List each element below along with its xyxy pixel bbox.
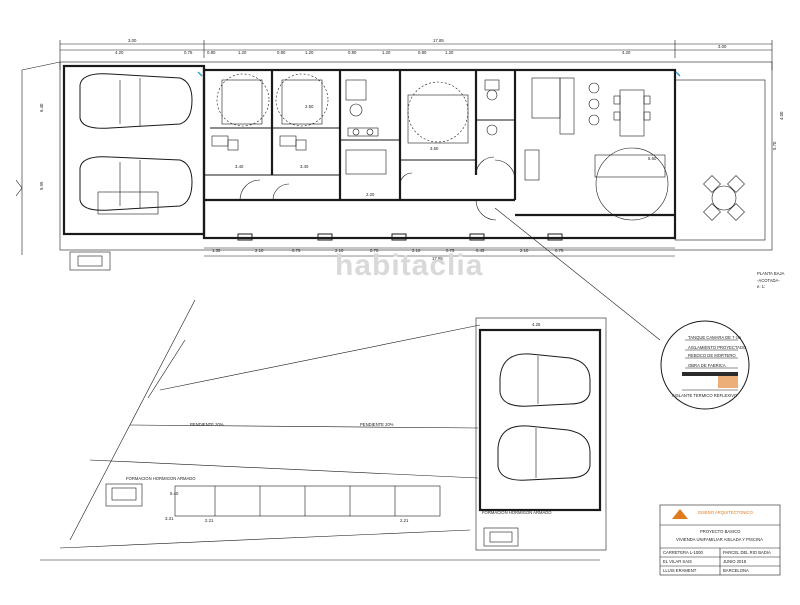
bottom-sub-dim: 0.45 [476,248,485,253]
top-sub-dim: 4.20 [622,50,631,55]
terrace-furniture [703,175,745,221]
interior-walls [204,69,675,217]
bottom-sub-dim: 2.10 [412,248,421,253]
top-sub-dim: 1.20 [305,50,314,55]
tb-row1-a: CARRETERA L-1000 [663,550,703,555]
top-sub-dim: 0.80 [348,50,357,55]
door-swings [239,156,516,221]
room-dim: 2.20 [366,192,375,197]
site-plan [40,299,607,561]
detail-leader-line [494,207,661,341]
equipment-block [69,251,111,271]
room-dim: 2.50 [305,104,314,109]
bottom-dimension-lines [204,247,675,257]
site-dim-top: 4.25 [532,322,541,327]
plan-scale: e: 1: [757,284,765,289]
north-marker-icon [675,71,681,77]
detail-line-4: OBRA DE FABRICA [688,363,726,368]
bedroom-furniture [211,73,469,151]
bottom-total-dim: 17.85 [432,256,443,261]
top-sub-dim: 0.75 [184,50,193,55]
top-sub-dim: 0.80 [207,50,216,55]
company-logo-icon [672,509,688,519]
top-dim-center: 17.85 [433,38,444,43]
left-dim-upper: 6.40 [39,103,44,112]
tb-row3-a: LLUIS ERAMENT [663,568,697,573]
bathroom-fixtures [345,79,500,175]
top-sub-dim: 1.20 [445,50,454,55]
bottom-sub-dim: 0.75 [446,248,455,253]
title-block [659,504,781,576]
top-sub-dim: 1.20 [238,50,247,55]
tb-row2-a: EL VILAR SAIS [663,559,692,564]
slope-label-left: PENDIENTE 20% [190,422,224,427]
project-label: PROYECTO BASICO [700,529,741,534]
kitchen-living-furniture [524,77,669,221]
bottom-sub-dim: 1.35 [212,248,221,253]
tb-row3-b: BARCELONA [723,568,749,573]
room-dim: 3.40 [235,164,244,169]
bottom-sub-dim: 0.75 [292,248,301,253]
room-dim: 3.40 [300,164,309,169]
detail-line-1: TANQUE CAMARA DE 7 cm [688,335,742,340]
slope-label-right: PENDIENTE 20% [360,422,394,427]
right-dim-lower: 4.00 [779,111,784,120]
room-dim: 3.50 [430,146,439,151]
tb-row2-b: JUNIO 2018 [723,559,747,564]
detail-line-2: AISLAMIENTO PROYECTADO [688,345,747,350]
bottom-sub-dim: 2.10 [520,248,529,253]
project-name: VIVIENDA UNIFAMILIAR AISLADA Y PISCINA [676,537,763,542]
bottom-sub-dim: 0.75 [370,248,379,253]
site-dim: 3.31 [165,516,174,521]
top-dimension-lines [59,40,773,70]
top-sub-dim: 4.20 [115,50,124,55]
site-dim: 5.40 [170,491,179,496]
bottom-sub-dim: 0.75 [555,248,564,253]
facade-windows [237,233,563,241]
company-name: DISEÑO ARQUITECTONICO [698,510,754,515]
detail-line-5: AISLANTE TERMICO REFLEXIVO [672,393,738,398]
site-dim: 2.21 [205,518,214,523]
top-sub-dimension-labels: 4.20 0.75 0.80 1.20 0.80 1.20 0.80 1.20 … [115,50,631,55]
site-dim: 2.21 [400,518,409,523]
bottom-sub-dim: 2.10 [335,248,344,253]
north-marker-icon [197,71,203,77]
watermark: habitaclia [335,249,483,282]
room-dim: 5.60 [648,156,657,161]
top-dim-left: 3.00 [128,38,137,43]
top-sub-dim: 0.80 [418,50,427,55]
top-sub-dim: 0.80 [277,50,286,55]
house-outline [15,61,773,255]
equipment-block [77,255,103,267]
parking-label-right: FORMACION HORMIGON ARMADO [482,510,552,515]
wall-detail-callout [660,320,750,410]
top-dim-right: 3.00 [718,44,727,49]
plan-title: PLANTA BAJA [757,271,785,276]
tb-row1-b: PARCEL DEL RIO BADIA [723,550,771,555]
bottom-sub-dim: 2.10 [255,248,264,253]
garage-cars [79,73,193,215]
left-dim-lower: 5.95 [39,181,44,190]
right-dim-upper: 5.70 [772,141,777,150]
plan-subtitle: -ACOTADA- [757,278,780,283]
top-sub-dim: 1.20 [382,50,391,55]
parking-label-left: FORMACION HORMIGON ARMADO [126,476,196,481]
detail-line-3: REBOCO DE MORTERO [688,353,736,358]
